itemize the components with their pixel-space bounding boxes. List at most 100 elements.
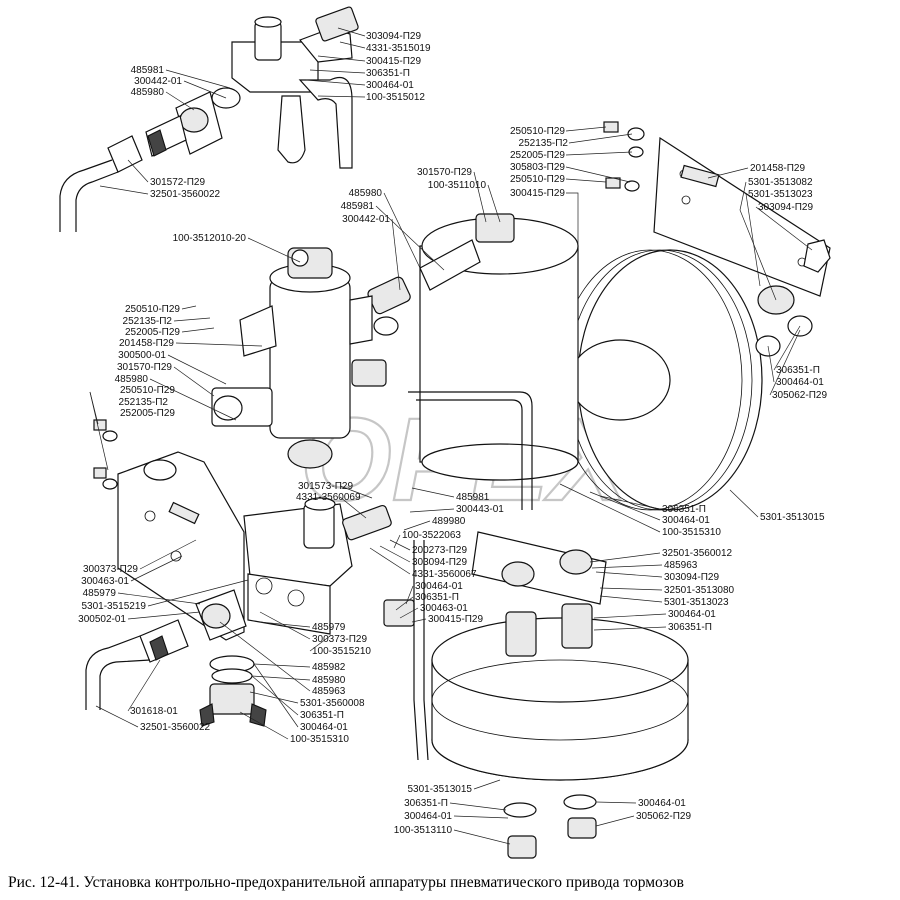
part-label: 305803-П29 xyxy=(510,162,565,173)
part-label: 485980 xyxy=(312,675,346,686)
part-label: 301572-П29 xyxy=(150,177,205,188)
part-label: 301570-П29 xyxy=(417,167,472,178)
part-label: 4331-3515019 xyxy=(366,43,431,54)
upper-brake-chamber xyxy=(557,249,813,511)
part-label: 100-3511010 xyxy=(428,180,487,191)
part-label: 4331-3560069 xyxy=(296,492,361,503)
left-bracket xyxy=(93,419,245,641)
part-label: 485982 xyxy=(312,662,346,673)
part-label: 301573-П29 xyxy=(298,481,353,492)
part-label: 100-3515210 xyxy=(312,646,371,657)
part-label: 32501-3560022 xyxy=(140,722,211,733)
part-label: 305062-П29 xyxy=(636,811,691,822)
part-label: 303094-П29 xyxy=(664,572,719,583)
part-label: 252005-П29 xyxy=(125,327,180,338)
part-label: 485981 xyxy=(456,492,490,503)
part-label: 485981 xyxy=(131,65,165,76)
part-label: 300415-П29 xyxy=(366,56,421,67)
part-label: 250510-П29 xyxy=(125,304,180,315)
part-label: 489980 xyxy=(432,516,466,527)
part-label: 485980 xyxy=(349,188,383,199)
part-label: 300442-01 xyxy=(342,214,390,225)
part-label: 300464-01 xyxy=(776,377,824,388)
part-label: 303094-П29 xyxy=(412,557,467,568)
part-label: 32501-3513080 xyxy=(664,585,735,596)
part-label: 303094-П29 xyxy=(758,202,813,213)
part-label: 485963 xyxy=(312,686,346,697)
lower-left-valve xyxy=(85,497,415,710)
part-label: 306351-П xyxy=(300,710,344,721)
part-label: 252135-П2 xyxy=(119,397,169,408)
part-label: 300464-01 xyxy=(662,515,710,526)
part-label: 250510-П29 xyxy=(510,126,565,137)
part-label: 306351-П xyxy=(668,622,712,633)
part-label: 252135-П2 xyxy=(123,316,173,327)
part-label: 306351-П xyxy=(776,365,820,376)
part-label: 300415-П29 xyxy=(428,614,483,625)
part-label: 100-3515310 xyxy=(662,527,721,538)
part-label: 300500-01 xyxy=(118,350,166,361)
part-label: 485981 xyxy=(341,201,375,212)
part-label: 300442-01 xyxy=(134,76,182,87)
part-label: 200273-П29 xyxy=(412,545,467,556)
lower-brake-chamber xyxy=(413,531,689,859)
part-label: 300464-01 xyxy=(415,581,463,592)
part-label: 485979 xyxy=(312,622,346,633)
part-label: 301618-01 xyxy=(130,706,178,717)
part-label: 32501-3560012 xyxy=(662,548,733,559)
part-label: 100-3515012 xyxy=(366,92,425,103)
part-label: 250510-П29 xyxy=(120,385,175,396)
part-label: 300463-01 xyxy=(420,603,468,614)
part-label: 5301-3513015 xyxy=(760,512,825,523)
lower-drain xyxy=(199,655,267,727)
part-label: 300415-П29 xyxy=(510,188,565,199)
part-label: 485980 xyxy=(115,374,149,385)
part-label: 4331-3560067 xyxy=(412,569,477,580)
part-label: 100-3522063 xyxy=(402,530,461,541)
part-label: 300502-01 xyxy=(78,614,126,625)
part-label: 250510-П29 xyxy=(510,174,565,185)
part-label: 300373-П29 xyxy=(83,564,138,575)
part-label: 301570-П29 xyxy=(117,362,172,373)
part-label: 305062-П29 xyxy=(772,390,827,401)
part-label: 300464-01 xyxy=(366,80,414,91)
part-label: 306351-П xyxy=(415,592,459,603)
part-label: 300373-П29 xyxy=(312,634,367,645)
top-valve-assembly xyxy=(59,6,359,232)
figure-caption: Рис. 12-41. Установка контрольно-предохр… xyxy=(8,874,684,891)
part-label: 5301-3513023 xyxy=(748,189,813,200)
part-label: 201458-П29 xyxy=(750,163,805,174)
part-label: 300463-01 xyxy=(81,576,129,587)
part-label: 306351-П xyxy=(366,68,410,79)
part-label: 5301-3513082 xyxy=(748,177,813,188)
central-valve xyxy=(211,247,387,469)
part-label: 100-3513110 xyxy=(394,825,453,836)
part-label: 5301-3513015 xyxy=(407,784,472,795)
part-label: 252005-П29 xyxy=(120,408,175,419)
part-label: 300464-01 xyxy=(668,609,716,620)
part-label: 485980 xyxy=(131,87,165,98)
leader-lines xyxy=(89,27,813,845)
part-label: 5301-3560008 xyxy=(300,698,365,709)
part-label: 485979 xyxy=(83,588,117,599)
part-label: 5301-3513023 xyxy=(664,597,729,608)
part-label: 252135-П2 xyxy=(519,138,569,149)
right-bracket xyxy=(603,121,831,297)
part-label: 100-3512010-20 xyxy=(173,233,247,244)
part-label: 100-3515310 xyxy=(290,734,349,745)
air-dryer xyxy=(367,213,579,510)
part-label: 32501-3560022 xyxy=(150,189,221,200)
part-label: 300443-01 xyxy=(456,504,504,515)
part-label: 300464-01 xyxy=(300,722,348,733)
part-label: 300464-01 xyxy=(404,811,452,822)
part-label: 303094-П29 xyxy=(366,31,421,42)
part-label: 300464-01 xyxy=(638,798,686,809)
part-label: 306351-П xyxy=(662,504,706,515)
part-label: 201458-П29 xyxy=(119,338,174,349)
part-label: 252005-П29 xyxy=(510,150,565,161)
part-label: 485963 xyxy=(664,560,698,571)
part-label: 306351-П xyxy=(404,798,448,809)
part-label: 5301-3515219 xyxy=(81,601,146,612)
part-labels: 303094-П29 4331-3515019 300415-П29 30635… xyxy=(78,31,827,836)
